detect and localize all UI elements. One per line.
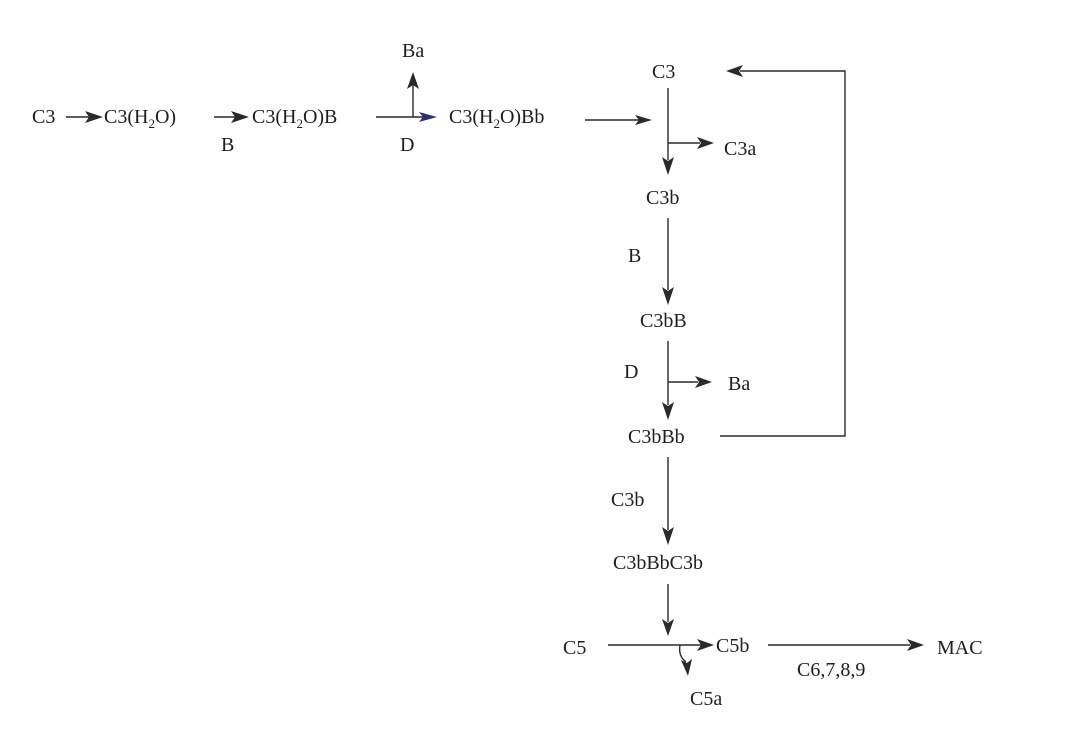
- node-c3-h2o-bb: C3(H2O)Bb: [449, 106, 544, 131]
- arrow-c5b-to-mac: [768, 639, 924, 651]
- node-c5b: C5b: [716, 635, 749, 657]
- arrow-release-c5a: [678, 644, 692, 676]
- node-c3-h2o-b: C3(H2O)B: [252, 106, 337, 131]
- label-c6789: C6,7,8,9: [797, 659, 865, 681]
- node-c5a: C5a: [690, 688, 722, 710]
- label-d-vertical: D: [624, 361, 638, 383]
- node-c3bBb: C3bBb: [628, 426, 685, 448]
- node-c3-start: C3: [32, 106, 55, 128]
- node-c5: C5: [563, 637, 586, 659]
- arrow-c3-to-c3b: [662, 88, 674, 175]
- node-c3bB: C3bB: [640, 310, 687, 332]
- node-c3a: C3a: [724, 138, 756, 160]
- node-ba-mid: Ba: [728, 373, 750, 395]
- arrow-c3h2obb-to-c3: [585, 115, 652, 125]
- node-mac: MAC: [937, 637, 983, 659]
- label-d-second: D: [400, 134, 414, 156]
- arrow-release-c3a: [668, 137, 714, 149]
- arrow-c3bB-to-c3bBb: [662, 341, 674, 420]
- arrow-release-ba-top: [407, 72, 419, 117]
- label-b-vertical: B: [628, 245, 641, 267]
- arrow-release-ba-mid: [668, 376, 712, 388]
- arrow-c3bBb-to-c3bBbC3b: [662, 457, 674, 545]
- arrow-c3b-to-c3bB: [662, 218, 674, 305]
- arrow-c3bBb-feedback-loop: [720, 65, 846, 437]
- arrow-c3h2ob-to-c3h2obb: [376, 112, 437, 122]
- node-ba-top: Ba: [402, 40, 424, 62]
- node-c3b: C3b: [646, 187, 679, 209]
- arrow-c3bBbC3b-to-c5-junction: [662, 584, 674, 636]
- label-c3b-vertical: C3b: [611, 489, 644, 511]
- arrow-c3h2o-to-c3h2ob: [214, 111, 249, 123]
- node-c3-top: C3: [652, 61, 675, 83]
- node-c3bBbC3b: C3bBbC3b: [613, 552, 703, 574]
- arrow-c3-to-c3h2o: [66, 111, 103, 123]
- label-b-first: B: [221, 134, 234, 156]
- node-c3-h2o: C3(H2O): [104, 106, 176, 131]
- arrow-c5-to-c5b: [608, 639, 714, 651]
